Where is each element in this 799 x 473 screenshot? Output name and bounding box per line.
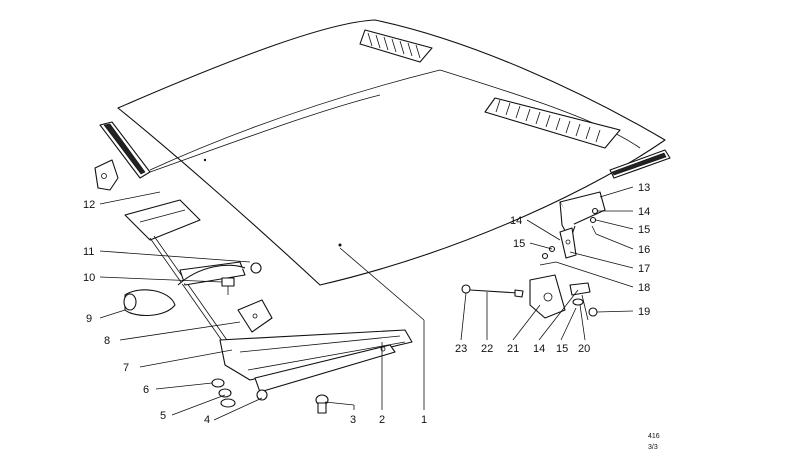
diagram-footnote: 416 3/3 <box>648 433 660 451</box>
hood-vent-left <box>359 29 433 63</box>
callout-10: 10 <box>83 272 95 284</box>
part-8-stay <box>177 264 246 286</box>
callout-14b: 14 <box>510 215 522 227</box>
part-11-nut <box>250 262 262 274</box>
callout-20: 20 <box>578 343 590 355</box>
callout-14a: 14 <box>638 206 650 218</box>
callout-15a: 15 <box>638 224 650 236</box>
callout-9: 9 <box>86 313 92 325</box>
hood-seal-left <box>99 121 151 179</box>
callout-13: 13 <box>638 182 650 194</box>
callout-15c: 15 <box>556 343 568 355</box>
callout-5: 5 <box>160 410 166 422</box>
callout-8: 8 <box>104 335 110 347</box>
callout-22: 22 <box>481 343 493 355</box>
part-19-nut <box>588 307 598 317</box>
callout-4: 4 <box>204 414 210 426</box>
callout-12: 12 <box>83 199 95 211</box>
callout-21: 21 <box>507 343 519 355</box>
part-9-buffer <box>123 289 176 316</box>
callout-17: 17 <box>638 263 650 275</box>
callout-11: 11 <box>83 246 94 258</box>
callout-7: 7 <box>123 362 129 374</box>
callout-18: 18 <box>638 282 650 294</box>
callout-3: 3 <box>350 414 356 426</box>
parts-14-15-16 <box>589 207 599 235</box>
part-10-bolt <box>221 277 235 295</box>
callout-15b: 15 <box>513 238 525 250</box>
callout-1: 1 <box>421 414 427 426</box>
callout-labels: 1 2 3 4 5 6 7 8 9 10 11 12 13 14 15 16 1… <box>83 182 650 426</box>
part-17-latch <box>559 227 577 259</box>
callout-2: 2 <box>379 414 385 426</box>
part-3-bolt <box>315 394 329 414</box>
callout-14c: 14 <box>533 343 545 355</box>
parts-14-15-20 <box>569 282 591 321</box>
hood-panel <box>117 19 666 286</box>
part-18-spring <box>539 261 557 266</box>
hood-seal-right <box>609 149 671 179</box>
part-12-bracket <box>94 159 119 191</box>
callout-16: 16 <box>638 244 650 256</box>
callout-19: 19 <box>638 306 650 318</box>
leader-lines <box>99 186 634 421</box>
footnote-line1: 416 <box>648 433 660 440</box>
callout-6: 6 <box>143 384 149 396</box>
part-7-bracket <box>237 299 273 333</box>
parts-22-23-rod <box>461 284 524 298</box>
callout-23: 23 <box>455 343 467 355</box>
parts-4-5-6-washers <box>211 378 236 408</box>
hood-vent-right <box>484 97 621 149</box>
footnote-line2: 3/3 <box>648 444 658 451</box>
